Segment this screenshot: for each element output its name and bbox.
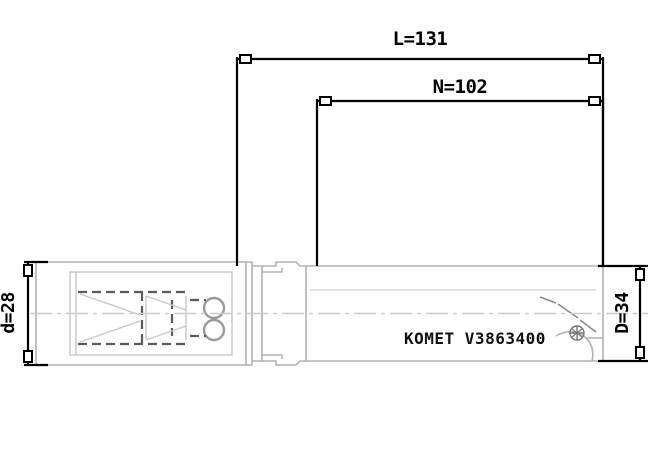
dimension-label-usable-length: N=102 <box>433 76 488 98</box>
d-arrow-ticks <box>23 264 33 363</box>
dimension-label-overall-length: L=131 <box>393 28 448 50</box>
taper-transition-outline <box>262 261 306 366</box>
l-arrow-ticks <box>239 54 601 64</box>
dimension-cutting-diameter <box>598 264 648 363</box>
dimension-shank-diameter <box>24 260 48 367</box>
internal-cone-lines <box>79 293 187 343</box>
body-marking-text: KOMET V3863400 <box>404 329 546 348</box>
tool-body-outline <box>305 265 600 362</box>
dimension-usable-length <box>315 99 605 266</box>
hidden-internal-detail <box>78 290 206 346</box>
n-arrow-ticks <box>319 96 601 106</box>
insert-edge-lines <box>539 296 597 333</box>
dimension-label-shank-diameter: d=28 <box>0 292 19 333</box>
dimension-overall-length <box>235 57 605 266</box>
insert-screw-icon <box>569 325 585 341</box>
dimension-label-cutting-diameter: D=34 <box>612 292 633 334</box>
coolant-hole-circles <box>202 296 226 342</box>
dd-arrow-ticks <box>635 268 645 359</box>
